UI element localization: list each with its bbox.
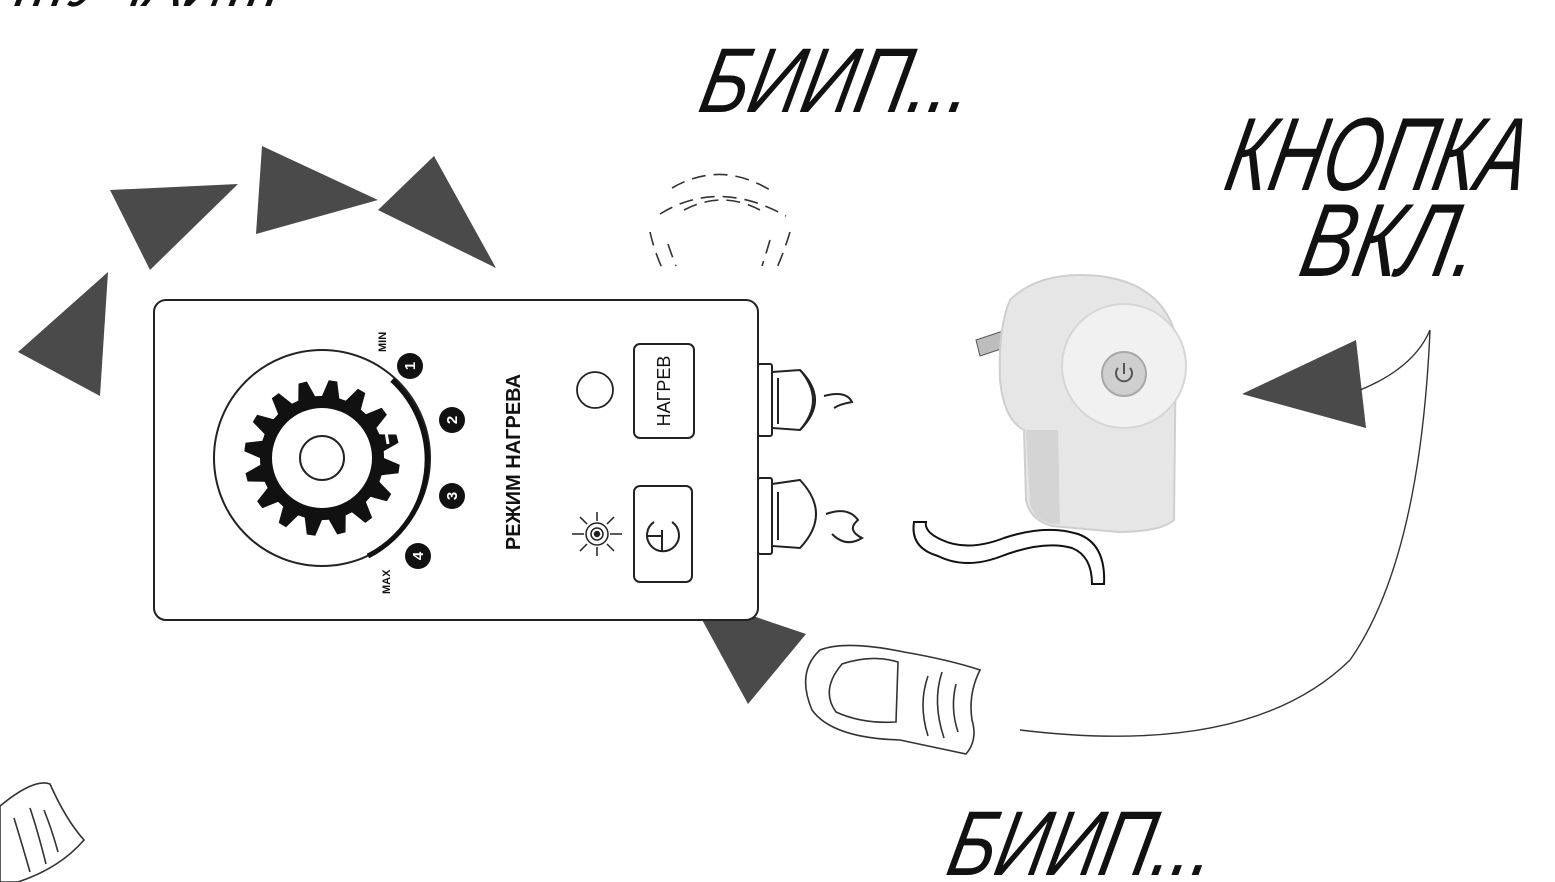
heat-button-frame — [633, 343, 695, 439]
arrow-marks — [18, 146, 1366, 704]
sound-wave-icon — [649, 173, 791, 271]
power-button-caption-line1: КНОПКА — [1217, 97, 1542, 213]
dial-position-4[interactable]: 4 — [405, 543, 431, 569]
arrow-triangle-1 — [18, 272, 108, 396]
power-switch[interactable] — [633, 485, 693, 583]
beep-caption-top: БИИП... — [692, 29, 984, 132]
dial-pointer — [384, 431, 390, 445]
cable-gland-bottom — [757, 477, 865, 555]
mode-label: РЕЖИМ НАГРЕВА — [503, 374, 525, 550]
dial-position-1-label: 1 — [402, 362, 419, 370]
arrow-triangle-6 — [688, 594, 806, 704]
plug-cable — [912, 521, 1106, 585]
dial-position-2[interactable]: 2 — [439, 407, 465, 433]
beep-caption-bottom: БИИП... — [940, 792, 1227, 882]
power-indicator-icon — [572, 512, 622, 556]
power-button-caption-line2: ВКЛ. — [1291, 183, 1491, 299]
arrow-triangle-5 — [1242, 340, 1366, 428]
dial-knob-hub — [299, 435, 345, 481]
arrow-triangle-4 — [378, 156, 496, 268]
dial-position-2-badge — [439, 407, 465, 433]
plug-shadow — [1026, 430, 1060, 524]
dial-max-label: MAX — [381, 569, 393, 594]
dial-position-3[interactable]: 3 — [439, 483, 465, 509]
dial-min-label: MIN — [377, 332, 389, 352]
plug-power-button[interactable] — [1101, 351, 1147, 397]
heater-controller: MIN 1 2 3 4 MAX РЕЖИМ НАГРЕВА НАГРЕВ — [153, 299, 865, 621]
arrow-triangle-3 — [256, 146, 378, 234]
power-button-caption: КНОПКА ВКЛ. — [1217, 97, 1542, 299]
heat-indicator-lamp — [576, 371, 614, 409]
heat-button[interactable]: НАГРЕВ — [633, 343, 695, 439]
dial-position-2-label: 2 — [444, 416, 461, 424]
guide-curve — [1019, 329, 1431, 737]
dial-position-3-label: 3 — [444, 492, 461, 500]
heat-button-label: НАГРЕВ — [654, 356, 674, 427]
smart-plug — [912, 274, 1187, 585]
dial-position-4-badge — [405, 543, 431, 569]
dial-position-1-badge — [397, 353, 423, 379]
dial-arc-indicator — [366, 378, 430, 559]
dial-position-3-badge — [439, 483, 465, 509]
top-cutoff-caption: …УЧАЙ… — [7, 0, 291, 19]
temperature-dial[interactable] — [213, 349, 431, 567]
cable-gland-top — [757, 363, 854, 437]
arrow-triangle-2 — [110, 184, 238, 270]
pressing-finger — [804, 644, 982, 755]
dial-position-4-label: 4 — [410, 551, 427, 560]
plug-power-icon — [1115, 363, 1133, 383]
finger-sketch-corner — [0, 782, 86, 882]
dial-position-1[interactable]: 1 — [397, 353, 423, 379]
power-symbol-icon — [646, 521, 680, 553]
top-cutoff-text: …УЧАЙ… — [7, 0, 291, 19]
